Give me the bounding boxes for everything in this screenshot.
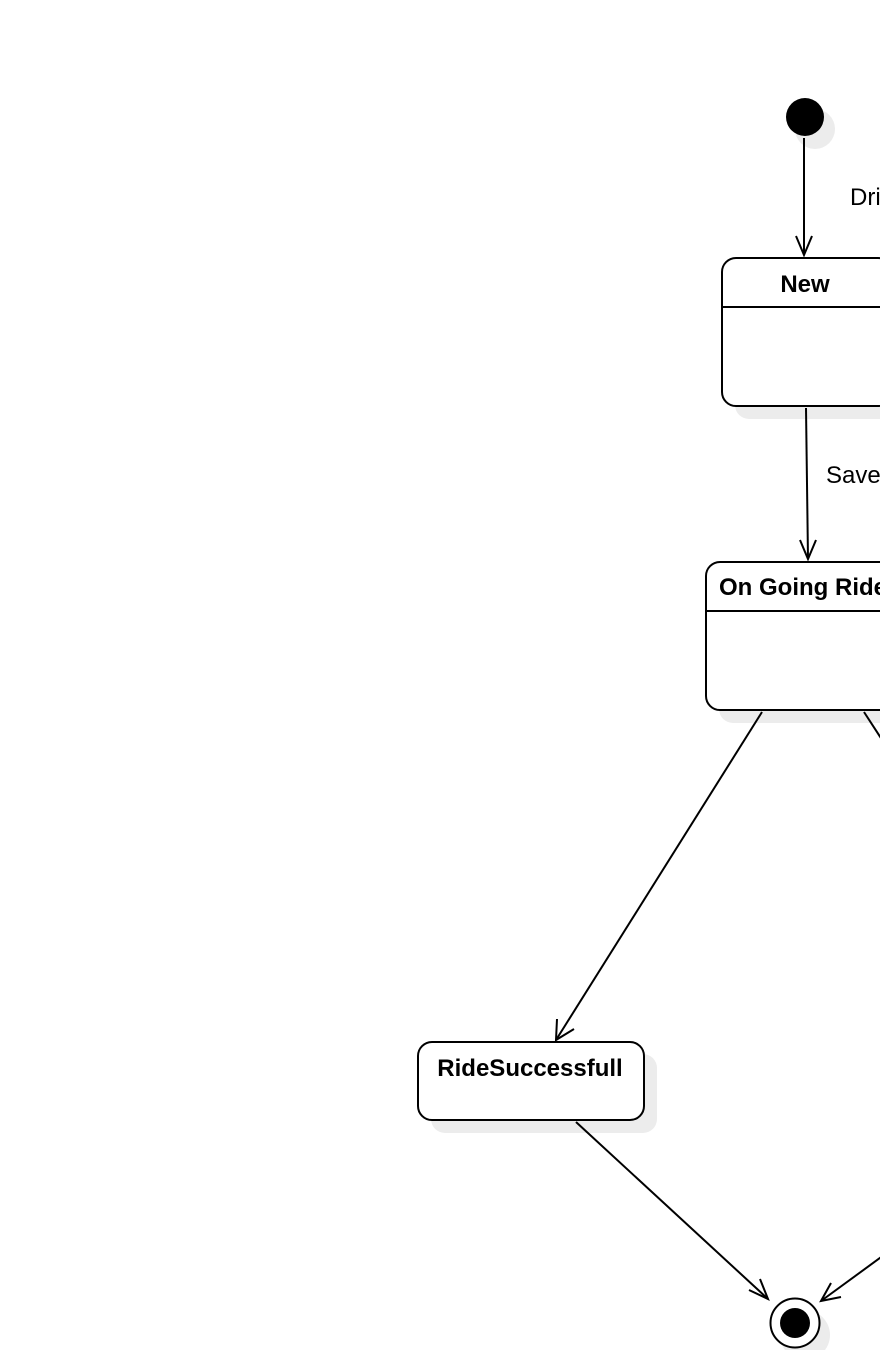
state-new[interactable]: New bbox=[721, 257, 880, 419]
transition-success-to-final[interactable] bbox=[575, 1121, 770, 1301]
state-ride-successfull-title: RideSuccessfull bbox=[437, 1055, 622, 1082]
transition-ongoing-to-offscreen[interactable] bbox=[863, 711, 880, 752]
transition-start-to-new-arrowhead bbox=[795, 235, 813, 258]
transition-ongoing-to-success-arrowhead bbox=[554, 1018, 575, 1042]
transition-ongoing-to-success[interactable] bbox=[554, 711, 763, 1042]
transition-offscreen-to-final-line bbox=[820, 1256, 880, 1302]
transition-start-to-new-label: Dri bbox=[850, 184, 880, 211]
transition-new-to-ongoing-label: Save bbox=[826, 462, 880, 489]
state-ride-successfull-box bbox=[417, 1041, 645, 1121]
initial-state[interactable] bbox=[786, 98, 835, 149]
transition-ongoing-to-offscreen-line bbox=[863, 711, 880, 739]
state-ongoing-ride-title: On Going Ride bbox=[719, 574, 880, 601]
initial-state-dot bbox=[786, 98, 824, 136]
transition-ongoing-to-success-line bbox=[555, 711, 763, 1041]
transition-new-to-ongoing-line bbox=[805, 407, 809, 560]
state-new-title: New bbox=[780, 271, 830, 298]
transition-new-to-ongoing[interactable]: Save bbox=[799, 407, 880, 562]
state-ongoing-ride[interactable]: On Going Ride bbox=[705, 561, 880, 723]
transition-new-to-ongoing-arrowhead bbox=[799, 539, 817, 562]
state-new-box bbox=[721, 257, 880, 407]
transition-success-to-final-line bbox=[575, 1121, 769, 1300]
state-ride-successfull[interactable]: RideSuccessfull bbox=[417, 1041, 657, 1133]
transition-offscreen-to-final-arrowhead bbox=[819, 1282, 842, 1303]
transition-start-to-new[interactable]: Dri bbox=[795, 138, 880, 258]
final-state[interactable] bbox=[769, 1297, 831, 1350]
transition-offscreen-to-final[interactable] bbox=[819, 1255, 880, 1303]
state-ongoing-ride-box bbox=[705, 561, 880, 711]
final-state-dot bbox=[780, 1308, 810, 1338]
transition-success-to-final-arrowhead bbox=[748, 1278, 770, 1301]
